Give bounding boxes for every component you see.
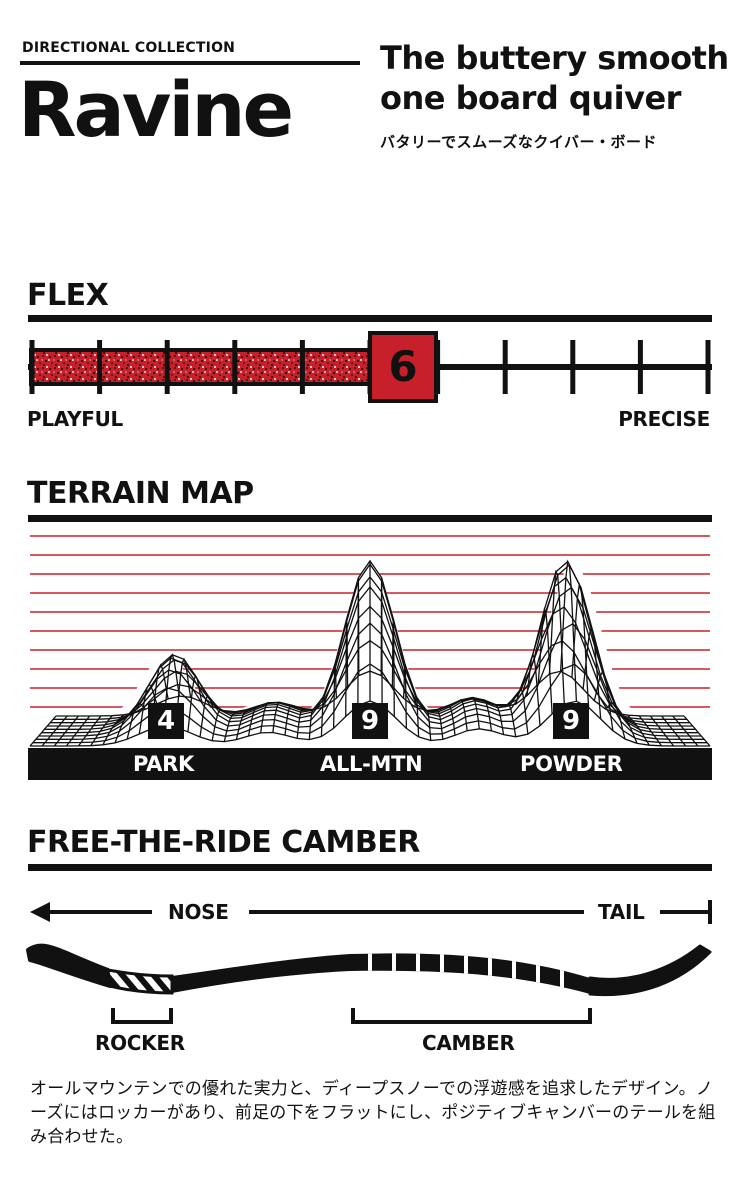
rocker-section xyxy=(106,968,174,995)
terrain-mesh-col xyxy=(65,715,91,747)
terrain-mesh-col xyxy=(284,704,292,736)
terrain-mesh-col xyxy=(211,709,225,741)
park-score-badge: 4 xyxy=(148,703,184,739)
rocker-label: ROCKER xyxy=(95,1031,185,1055)
camber-section xyxy=(350,953,590,994)
terrain-mesh-col xyxy=(571,582,590,708)
terrain-mesh-col xyxy=(53,715,79,747)
model-name: Ravine xyxy=(18,65,294,154)
camber-title-rule xyxy=(28,864,712,871)
terrain-mesh-col xyxy=(459,699,468,731)
terrain-mesh-col xyxy=(638,715,662,747)
terrain-mesh-col xyxy=(223,711,236,742)
camber-diagram xyxy=(26,900,712,1024)
terrain-mesh-col xyxy=(593,670,614,731)
terrain-mesh-col xyxy=(683,715,711,747)
description: オールマウンテンでの優れた実力と、ディープスノーでの浮遊感を追求したデザイン。ノ… xyxy=(30,1079,716,1147)
tail-label: TAIL xyxy=(598,900,645,924)
terrain-mesh-col xyxy=(102,714,124,746)
terrain-mesh-col xyxy=(627,714,650,746)
camber-bracket xyxy=(351,1008,592,1024)
powder-label: POWDER xyxy=(520,752,623,776)
flat-section xyxy=(172,954,350,993)
terrain-mesh-col xyxy=(78,715,102,747)
terrain-mesh-col xyxy=(260,702,270,733)
camber-label: CAMBER xyxy=(422,1031,515,1055)
terrain-mesh-col xyxy=(247,705,259,737)
terrain-mesh-col xyxy=(114,712,135,744)
powder-score-badge: 9 xyxy=(553,703,589,739)
terrain-mesh-col xyxy=(672,715,699,747)
terrain-mesh-col xyxy=(90,715,113,747)
terrain-mesh-col xyxy=(414,695,420,737)
terrain-mesh-col xyxy=(515,687,529,735)
terrain-mesh-col xyxy=(175,657,192,728)
terrain-mesh xyxy=(29,559,711,747)
terrain-title-rule xyxy=(28,515,712,522)
nose-arrow-icon xyxy=(30,902,50,922)
terrain-mesh-col xyxy=(493,703,505,735)
terrain-label-bar xyxy=(28,748,712,780)
collection-label: DIRECTIONAL COLLECTION xyxy=(22,40,236,56)
terrain-wireframe xyxy=(29,535,711,747)
terrain-mesh-col xyxy=(357,577,360,706)
terrain-mesh-col xyxy=(126,702,147,740)
terrain-mesh-col xyxy=(436,709,444,740)
tagline-japanese: バタリーでスムーズなクイバー・ボード xyxy=(380,133,658,151)
terrain-mesh-col xyxy=(296,708,304,739)
camber-title: FREE-THE-RIDE CAMBER xyxy=(27,825,420,860)
terrain-mesh-col xyxy=(391,618,395,717)
header-divider xyxy=(20,61,360,65)
terrain-mesh-col xyxy=(605,702,626,740)
board-tail xyxy=(588,944,712,997)
terrain-mesh-col xyxy=(162,653,181,727)
park-label: PARK xyxy=(133,752,194,776)
terrain-title: TERRAIN MAP xyxy=(27,476,254,511)
terrain-mesh-col xyxy=(235,709,248,740)
flex-title-rule xyxy=(28,315,712,322)
tagline: The buttery smooth one board quiver xyxy=(380,38,730,118)
flex-max-label: PRECISE xyxy=(618,407,710,431)
terrain-mesh-col xyxy=(616,712,638,744)
terrain-mesh-col xyxy=(41,715,68,747)
tagline-line-1: The buttery smooth xyxy=(380,39,729,77)
terrain-mesh-col xyxy=(320,694,326,737)
terrain-mesh-col xyxy=(187,674,203,732)
board-nose xyxy=(26,943,112,988)
terrain-mesh-col xyxy=(649,715,675,747)
nose-label: NOSE xyxy=(168,900,229,924)
all-mtn-label: ALL-MTN xyxy=(320,752,423,776)
terrain-mesh-col xyxy=(582,626,602,720)
terrain-mesh-col xyxy=(345,618,349,717)
terrain-mesh-col xyxy=(470,696,480,729)
flex-fill-bar xyxy=(29,348,373,386)
terrain-mesh-col xyxy=(332,663,338,729)
terrain-mesh-col xyxy=(504,703,517,737)
terrain-mesh-col xyxy=(308,708,315,740)
terrain-mesh-col xyxy=(402,663,408,729)
flex-min-label: PLAYFUL xyxy=(27,407,123,431)
terrain-mesh-col xyxy=(425,709,432,741)
terrain-mesh-col xyxy=(661,715,687,747)
tagline-line-2: one board quiver xyxy=(380,79,681,117)
flex-title: FLEX xyxy=(27,278,109,313)
terrain-mesh-col xyxy=(29,715,57,747)
terrain-mesh-col xyxy=(481,699,493,731)
flex-value-badge: 6 xyxy=(368,331,438,403)
terrain-mesh-col xyxy=(526,652,541,726)
terrain-mesh-col xyxy=(138,683,158,735)
terrain-mesh-col xyxy=(380,577,383,706)
terrain-mesh-col xyxy=(448,704,456,736)
terrain-mesh-col xyxy=(272,701,281,733)
rocker-bracket xyxy=(111,1008,173,1024)
terrain-mesh-col xyxy=(199,695,214,738)
all-mtn-score-badge: 9 xyxy=(352,703,388,739)
